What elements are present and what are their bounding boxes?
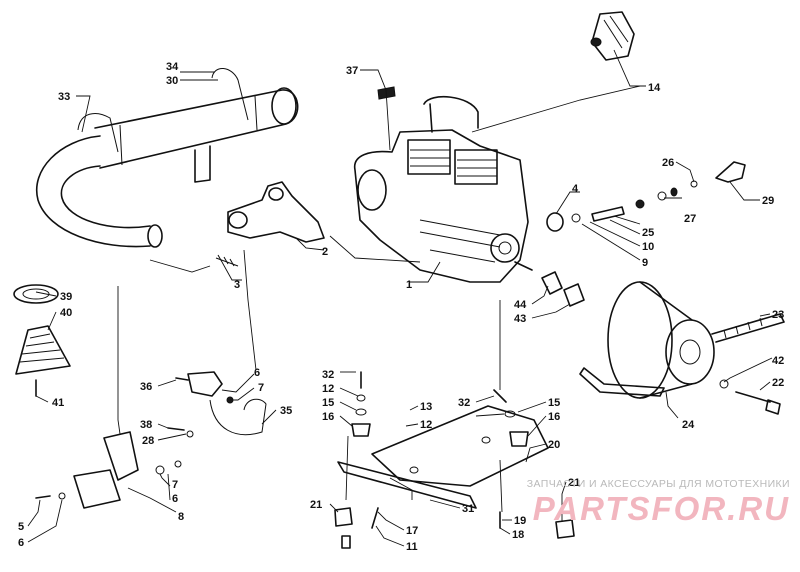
label-21-right: 21 bbox=[568, 477, 580, 489]
label-25: 25 bbox=[642, 227, 654, 239]
site-watermark: ЗАПЧАСТИ И АКСЕССУАРЫ ДЛЯ МОТОТЕХНИКИ PA… bbox=[470, 478, 790, 526]
label-17: 17 bbox=[406, 525, 418, 537]
label-6-lower: 6 bbox=[172, 493, 178, 505]
label-3: 3 bbox=[234, 279, 240, 291]
label-7-lower: 7 bbox=[172, 479, 178, 491]
label-19: 19 bbox=[514, 515, 526, 527]
label-44: 44 bbox=[514, 299, 527, 311]
label-8: 8 bbox=[178, 511, 184, 523]
label-39: 39 bbox=[60, 291, 72, 303]
label-35: 35 bbox=[280, 405, 292, 417]
bushings bbox=[541, 271, 585, 307]
label-30: 30 bbox=[166, 75, 178, 87]
muffler-spring bbox=[77, 113, 119, 153]
label-24: 24 bbox=[682, 419, 695, 431]
label-5: 5 bbox=[18, 521, 24, 533]
label-38: 38 bbox=[140, 419, 152, 431]
label-10: 10 bbox=[642, 241, 654, 253]
mount-hardware-left bbox=[351, 371, 371, 437]
label-12-right: 12 bbox=[420, 419, 432, 431]
label-12-left: 12 bbox=[322, 383, 334, 395]
drive-belt bbox=[579, 313, 785, 397]
leader-lines bbox=[27, 49, 773, 547]
label-15-right: 15 bbox=[548, 397, 560, 409]
label-6-bracket: 6 bbox=[254, 367, 260, 379]
drive-clutch bbox=[607, 281, 715, 399]
exhaust-boot bbox=[13, 284, 71, 397]
exhaust-manifold bbox=[227, 181, 325, 243]
label-20: 20 bbox=[548, 439, 560, 451]
label-27: 27 bbox=[684, 213, 696, 225]
mount-hardware-right bbox=[493, 389, 529, 447]
label-21-left: 21 bbox=[310, 499, 322, 511]
label-34: 34 bbox=[166, 61, 179, 73]
label-11: 11 bbox=[406, 541, 418, 553]
label-7-bracket: 7 bbox=[258, 382, 264, 394]
clutch-bolt bbox=[719, 379, 781, 415]
label-18: 18 bbox=[512, 529, 524, 541]
rubber-mounts bbox=[334, 507, 575, 549]
label-2: 2 bbox=[322, 246, 328, 258]
label-31: 31 bbox=[462, 503, 474, 515]
label-29: 29 bbox=[762, 195, 774, 207]
label-41: 41 bbox=[52, 397, 64, 409]
label-23: 23 bbox=[772, 309, 784, 321]
label-40: 40 bbox=[60, 307, 72, 319]
label-16-right: 16 bbox=[548, 411, 560, 423]
manifold-spring bbox=[215, 254, 239, 267]
engine-assembly bbox=[354, 96, 533, 283]
label-9: 9 bbox=[642, 257, 648, 269]
watermark-tagline: ЗАПЧАСТИ И АКСЕССУАРЫ ДЛЯ МОТОТЕХНИКИ bbox=[526, 478, 790, 490]
exhaust-bracket bbox=[167, 371, 267, 438]
lower-exhaust-bracket bbox=[35, 431, 182, 509]
label-36: 36 bbox=[140, 381, 152, 393]
label-13: 13 bbox=[420, 401, 432, 413]
label-43: 43 bbox=[514, 313, 526, 325]
label-15-left: 15 bbox=[322, 397, 334, 409]
muffler bbox=[94, 87, 299, 183]
mount-bolts-lower bbox=[371, 507, 501, 529]
label-26: 26 bbox=[662, 157, 674, 169]
label-1: 1 bbox=[406, 279, 412, 291]
label-32-right: 32 bbox=[458, 397, 470, 409]
callout-labels: 1 2 3 4 5 6 6 6 7 7 8 9 10 11 12 12 13 1… bbox=[18, 61, 784, 553]
label-32-left: 32 bbox=[322, 369, 334, 381]
label-14: 14 bbox=[648, 82, 661, 94]
label-6-lower-left: 6 bbox=[18, 537, 24, 549]
label-4: 4 bbox=[572, 183, 579, 195]
label-33: 33 bbox=[58, 91, 70, 103]
recoil-starter-handle bbox=[590, 11, 635, 61]
watermark-brand: PARTSFOR.RU bbox=[532, 490, 790, 527]
label-28: 28 bbox=[142, 435, 154, 447]
label-16-left: 16 bbox=[322, 411, 334, 423]
exhaust-springs-upper bbox=[211, 68, 249, 121]
motor-plate bbox=[337, 405, 549, 509]
label-22: 22 bbox=[772, 377, 784, 389]
exhaust-pipe bbox=[35, 135, 163, 248]
motor-mount-parts bbox=[546, 161, 746, 232]
label-37: 37 bbox=[346, 65, 358, 77]
label-42: 42 bbox=[772, 355, 784, 367]
